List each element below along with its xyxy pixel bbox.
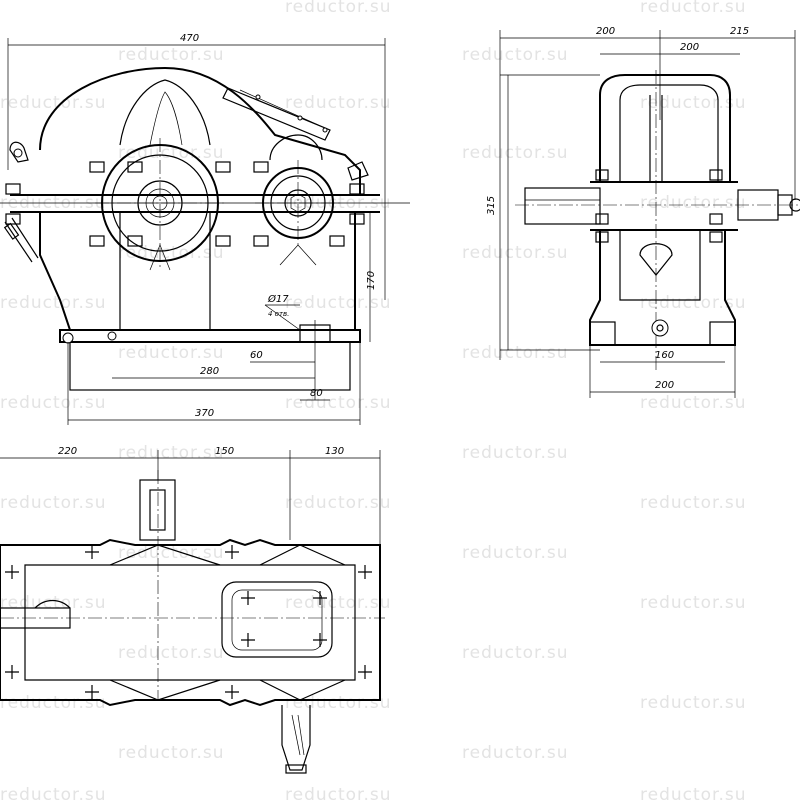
dim-mid: 200 (680, 42, 699, 53)
dim-hole-count: 4 отв. (268, 310, 289, 318)
watermark: reductor.su (640, 393, 747, 413)
input-shaft-hub (255, 160, 340, 246)
dim-side-height: 315 (486, 196, 497, 215)
watermark: reductor.su (118, 443, 225, 463)
watermark: reductor.su (285, 593, 392, 613)
dim-overall-width: 470 (180, 33, 199, 44)
watermark: reductor.su (0, 785, 107, 800)
watermark: reductor.su (285, 493, 392, 513)
watermark: reductor.su (0, 393, 107, 413)
watermark: reductor.su (118, 343, 225, 363)
watermark: reductor.su (640, 693, 747, 713)
dim-foot: 80 (310, 388, 323, 399)
output-shaft-hub (95, 138, 225, 268)
dim-plan-b: 150 (215, 446, 234, 457)
dim-plan-a: 220 (58, 446, 77, 457)
watermark: reductor.su (462, 243, 569, 263)
watermark: reductor.su (640, 593, 747, 613)
watermark: reductor.su (462, 343, 569, 363)
dim-base-length: 370 (195, 408, 214, 419)
watermark: reductor.su (462, 643, 569, 663)
watermark: reductor.su (0, 293, 107, 313)
dim-plan-c: 130 (325, 446, 344, 457)
watermark: reductor.su (640, 785, 747, 800)
dim-offset: 60 (250, 350, 263, 361)
watermark: reductor.su (285, 0, 392, 17)
watermark: reductor.su (285, 393, 392, 413)
watermark: reductor.su (118, 643, 225, 663)
watermark: reductor.su (640, 193, 747, 213)
watermark: reductor.su (462, 45, 569, 65)
dim-inner: 160 (655, 350, 674, 361)
watermark: reductor.su (640, 493, 747, 513)
dim-outer: 200 (655, 380, 674, 391)
dim-height: 170 (366, 271, 377, 290)
watermark: reductor.su (285, 293, 392, 313)
dim-left: 200 (596, 26, 615, 37)
front-view: 470 (0, 33, 410, 425)
watermark: reductor.su (640, 293, 747, 313)
watermark: reductor.su (462, 743, 569, 763)
plan-view: 220 150 130 (0, 446, 385, 774)
watermark: reductor.su (285, 785, 392, 800)
watermark: reductor.su (462, 143, 569, 163)
side-view: 200 200 215 315 (486, 26, 800, 398)
watermark: reductor.su (0, 93, 107, 113)
plan-bolts (5, 545, 372, 699)
dim-bolt-span: 280 (200, 366, 219, 377)
watermark: reductor.su (640, 0, 747, 17)
watermark: reductor.su (0, 593, 107, 613)
watermark: reductor.su (462, 443, 569, 463)
watermark: reductor.su (640, 93, 747, 113)
dim-right: 215 (730, 26, 749, 37)
flange-bolts (5, 161, 365, 247)
watermark: reductor.su (118, 45, 225, 65)
watermark: reductor.su (0, 493, 107, 513)
watermark: reductor.su (0, 693, 107, 713)
watermark: reductor.su (285, 93, 392, 113)
watermark: reductor.su (285, 693, 392, 713)
watermark: reductor.su (462, 543, 569, 563)
dim-hole-diameter: Ø17 (267, 293, 289, 305)
watermark: reductor.su (118, 743, 225, 763)
